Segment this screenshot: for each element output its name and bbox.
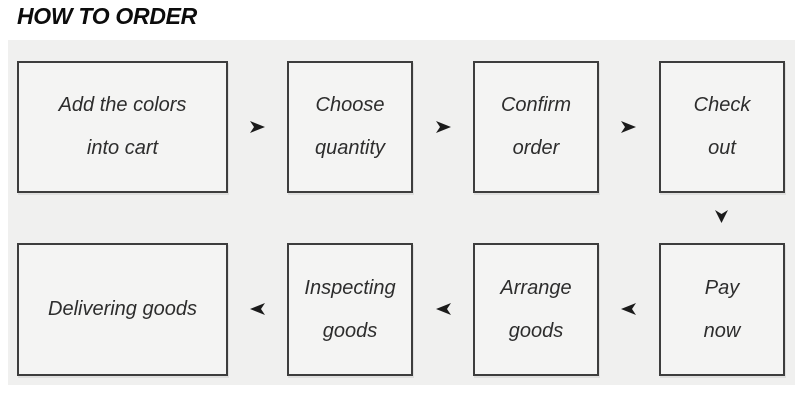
arrow-right-icon <box>621 121 636 133</box>
step-label-line: Add the colors <box>58 94 187 116</box>
step-label-line: Pay <box>704 276 740 299</box>
step-label-line: Choose <box>315 94 385 116</box>
arrow-down-icon <box>715 210 728 223</box>
flow-step-choose-quantity: Choose quantity <box>287 61 413 193</box>
step-label-line: Delivering goods <box>48 298 197 320</box>
step-label-line: Arrange <box>500 276 572 299</box>
arrow-left-icon <box>621 303 636 315</box>
step-label-line: Check <box>693 94 751 116</box>
flow-step-inspecting-goods: Inspecting goods <box>287 243 413 376</box>
flow-step-check-out: Check out <box>659 61 785 193</box>
arrow-left-icon <box>436 303 451 315</box>
arrow-left-icon <box>250 303 265 315</box>
flow-step-add-to-cart: Add the colors into cart <box>17 61 228 193</box>
step-label-line: goods <box>508 319 564 342</box>
step-label-line: Confirm <box>500 94 571 116</box>
step-label-line: goods <box>322 319 378 342</box>
step-label-line: order <box>512 137 560 159</box>
step-label-line: Inspecting <box>304 276 396 299</box>
arrow-right-icon <box>250 121 265 133</box>
flowchart-panel: Add the colors into cart Choose quantity… <box>8 40 795 385</box>
flow-step-arrange-goods: Arrange goods <box>473 243 599 376</box>
step-label-line: into cart <box>86 137 159 159</box>
flow-step-confirm-order: Confirm order <box>473 61 599 193</box>
step-label-line: quantity <box>314 137 386 159</box>
flow-step-pay-now: Pay now <box>659 243 785 376</box>
arrow-right-icon <box>436 121 451 133</box>
flow-step-delivering-goods: Delivering goods <box>17 243 228 376</box>
step-label-line: now <box>703 319 741 342</box>
step-label-line: out <box>708 137 736 159</box>
page-title: HOW TO ORDER <box>17 3 197 29</box>
